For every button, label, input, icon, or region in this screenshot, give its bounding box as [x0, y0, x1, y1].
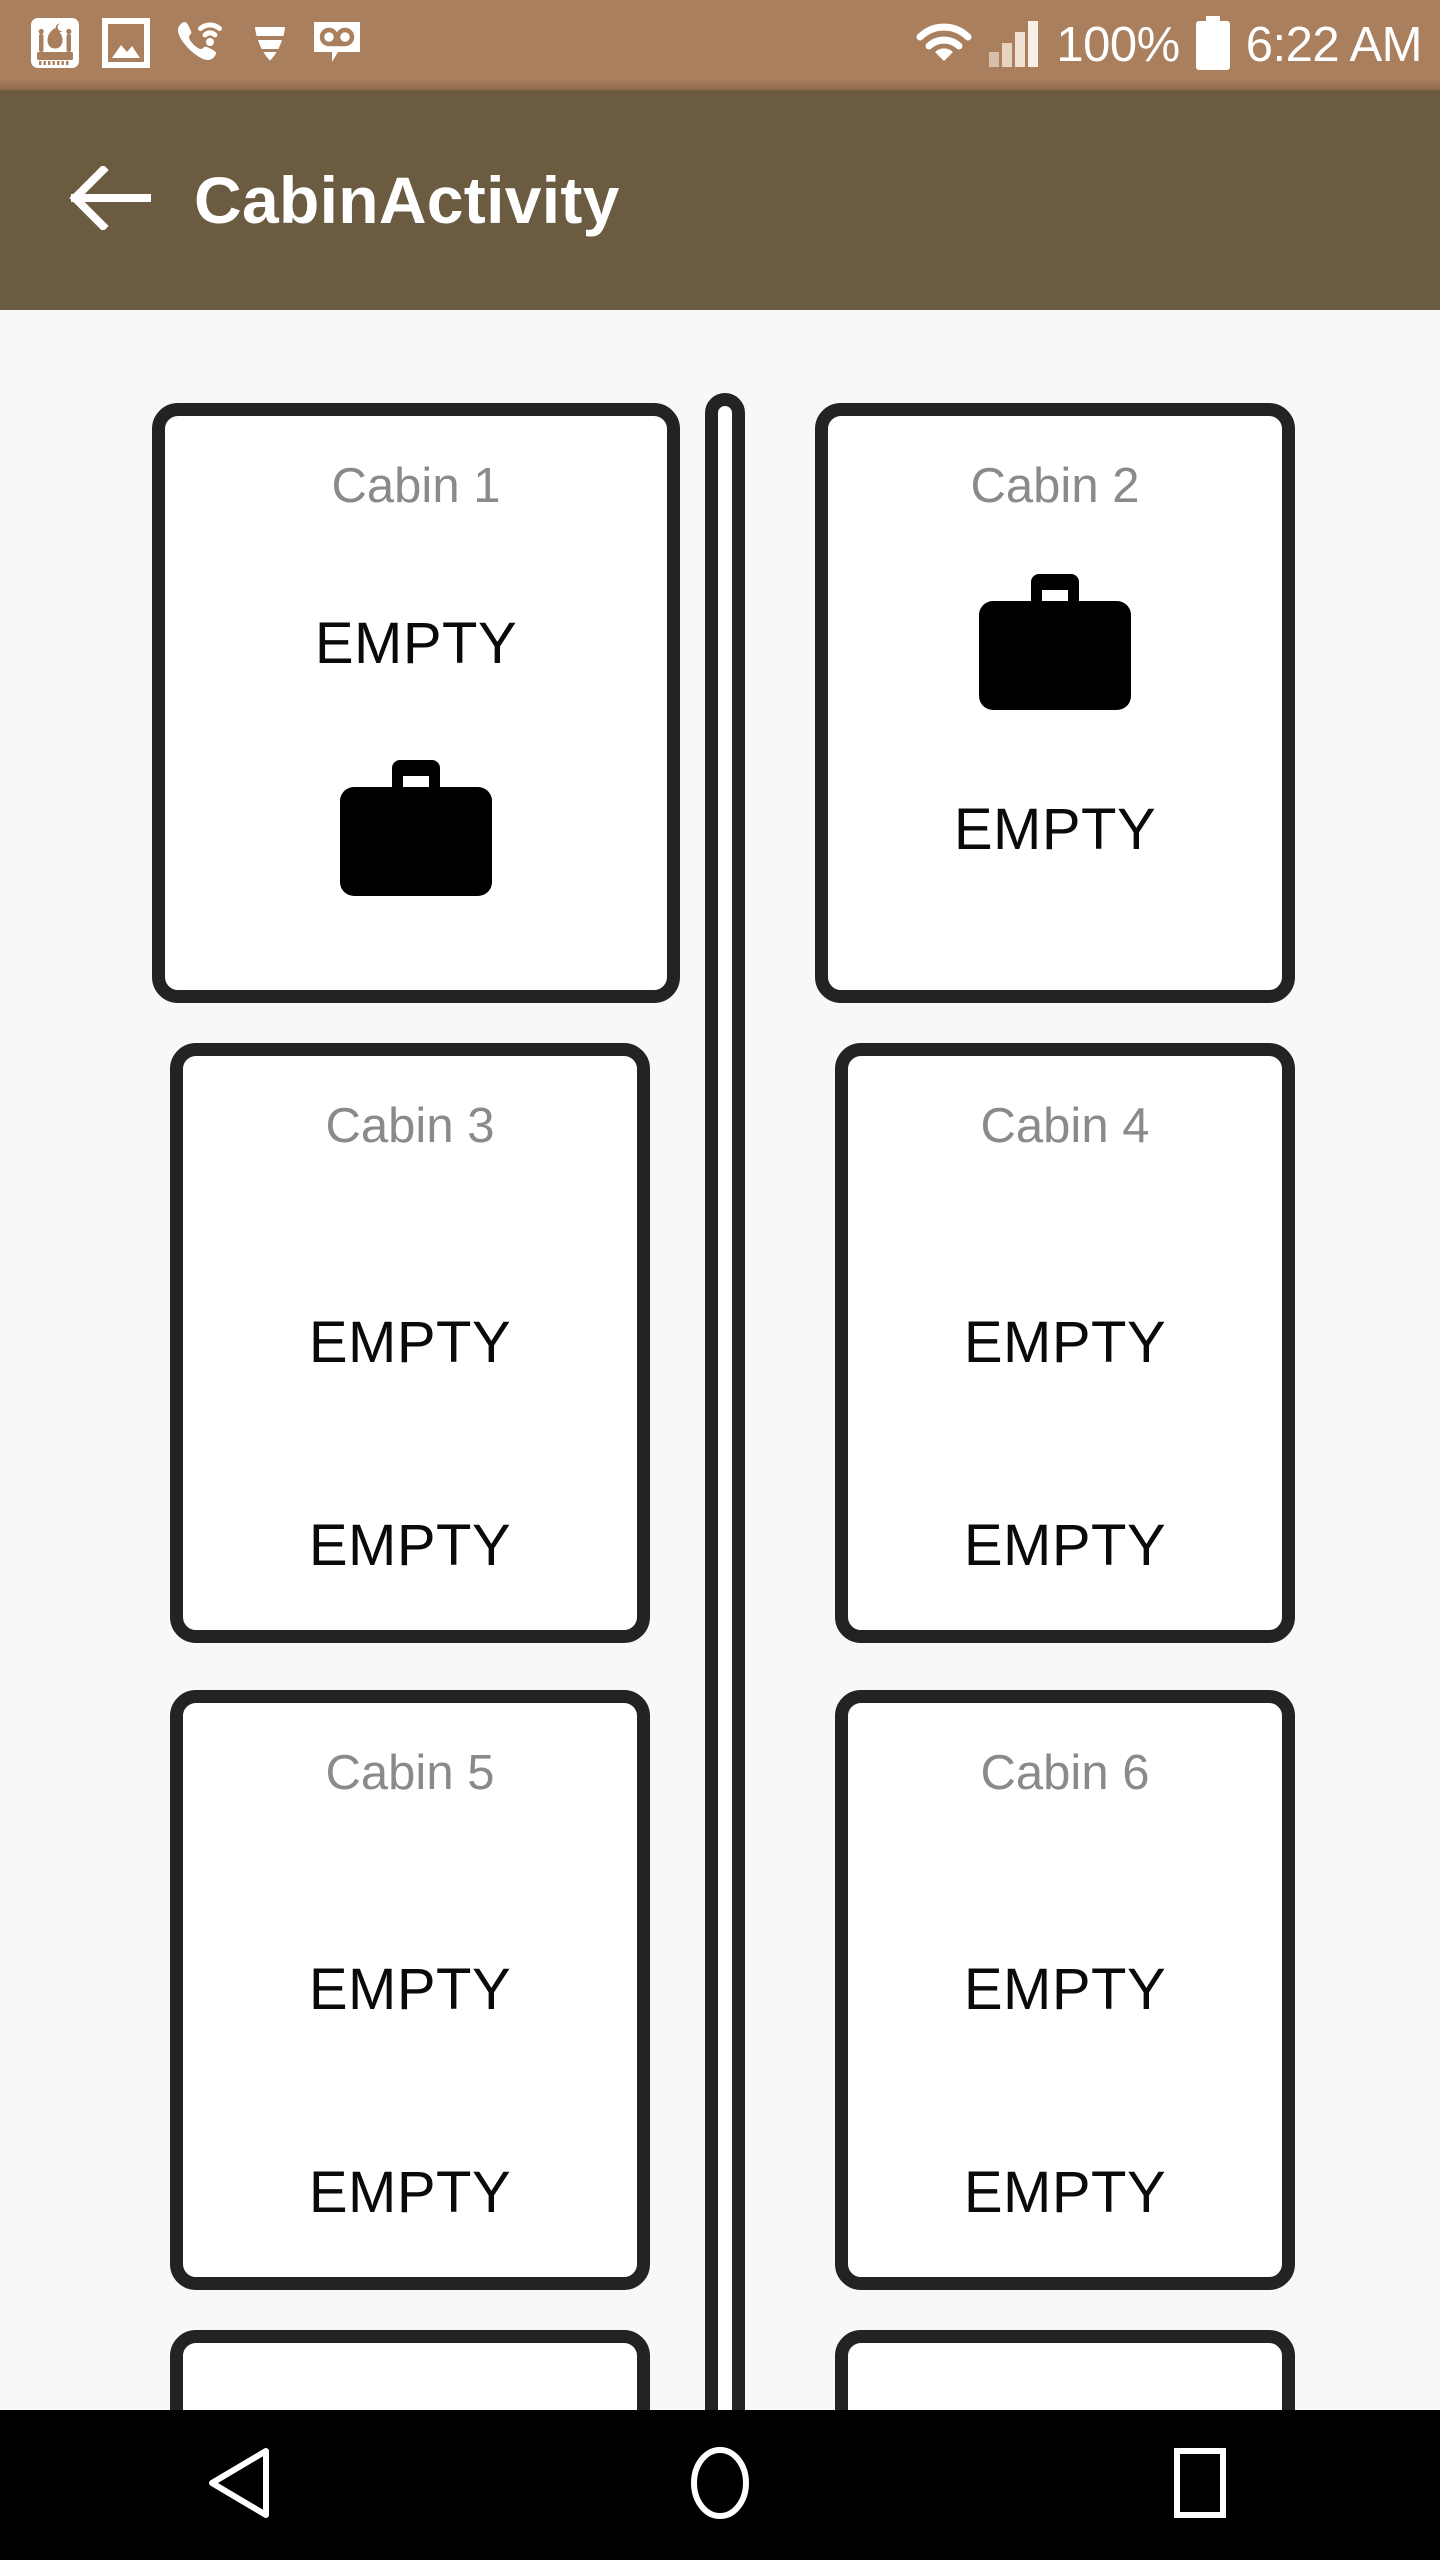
cabin-card-partial[interactable]	[835, 2330, 1295, 2410]
wifi-shield-icon	[250, 17, 290, 74]
slot-status-label: EMPTY	[963, 1309, 1167, 1375]
cabin-title: Cabin 6	[980, 1746, 1150, 1800]
clock-label: 6:22 AM	[1245, 17, 1423, 72]
square-icon	[1171, 2445, 1229, 2526]
cabin-card-partial[interactable]	[170, 2330, 650, 2410]
prayer-times-app-icon	[30, 17, 80, 74]
status-bar-system-icons: 100% 6:22 AM	[914, 15, 1423, 75]
wifi-icon	[914, 20, 974, 71]
cabin-slot[interactable]: EMPTY	[165, 551, 667, 737]
cabin-slot[interactable]	[165, 737, 667, 923]
cabin-slot[interactable]: EMPTY	[848, 2110, 1282, 2277]
page-title: CabinActivity	[194, 163, 620, 237]
briefcase-icon	[340, 759, 492, 901]
slot-status-label: EMPTY	[308, 1956, 512, 2022]
voicemail-icon	[312, 17, 362, 74]
status-bar-notification-icons	[30, 17, 362, 74]
column-divider	[705, 393, 745, 2410]
nav-back-button[interactable]	[140, 2410, 340, 2560]
cabin-slot[interactable]	[828, 551, 1282, 737]
cabin-title: Cabin 1	[331, 459, 501, 513]
cabin-card[interactable]: Cabin 4 EMPTY EMPTY	[835, 1043, 1295, 1643]
cabin-slot[interactable]: EMPTY	[183, 2110, 637, 2277]
cabin-slot[interactable]: EMPTY	[848, 1906, 1282, 2073]
back-button[interactable]	[52, 141, 170, 259]
slot-status-label: EMPTY	[963, 1956, 1167, 2022]
cabin-title: Cabin 5	[325, 1746, 495, 1800]
circle-icon	[687, 2445, 753, 2526]
arrow-left-icon	[69, 163, 153, 235]
cabin-slot[interactable]: EMPTY	[183, 1906, 637, 2073]
system-navigation-bar	[0, 2410, 1440, 2560]
cabin-slot[interactable]: EMPTY	[183, 1463, 637, 1630]
battery-percent-label: 100%	[1056, 17, 1180, 72]
cabin-grid[interactable]: Cabin 1 EMPTY Cabin 2	[0, 310, 1440, 2410]
slot-status-label: EMPTY	[308, 2160, 512, 2226]
cabin-slot[interactable]: EMPTY	[183, 1259, 637, 1426]
triangle-left-icon	[204, 2445, 276, 2526]
cabin-slot[interactable]: EMPTY	[848, 1259, 1282, 1426]
slot-status-label: EMPTY	[963, 1513, 1167, 1579]
cabin-card[interactable]: Cabin 3 EMPTY EMPTY	[170, 1043, 650, 1643]
cabin-title: Cabin 4	[980, 1099, 1150, 1153]
nav-home-button[interactable]	[620, 2410, 820, 2560]
cabin-title: Cabin 2	[970, 459, 1140, 513]
cellular-signal-icon	[988, 19, 1042, 72]
slot-status-label: EMPTY	[308, 1513, 512, 1579]
status-bar: 100% 6:22 AM	[0, 0, 1440, 94]
battery-icon	[1194, 15, 1232, 75]
screenshot-image-icon	[102, 17, 150, 74]
slot-status-label: EMPTY	[314, 611, 518, 676]
slot-status-label: EMPTY	[963, 2160, 1167, 2226]
cabin-card[interactable]: Cabin 5 EMPTY EMPTY	[170, 1690, 650, 2290]
cabin-card[interactable]: Cabin 1 EMPTY	[152, 403, 680, 1003]
cabin-card[interactable]: Cabin 2 EMPTY	[815, 403, 1295, 1003]
cabin-card[interactable]: Cabin 6 EMPTY EMPTY	[835, 1690, 1295, 2290]
wifi-calling-icon	[172, 17, 228, 74]
app-bar: CabinActivity	[0, 90, 1440, 310]
nav-recents-button[interactable]	[1100, 2410, 1300, 2560]
cabin-slot[interactable]: EMPTY	[848, 1463, 1282, 1630]
slot-status-label: EMPTY	[953, 797, 1157, 862]
cabin-title: Cabin 3	[325, 1099, 495, 1153]
cabin-slot[interactable]: EMPTY	[828, 737, 1282, 923]
briefcase-icon	[979, 573, 1131, 715]
slot-status-label: EMPTY	[308, 1309, 512, 1375]
